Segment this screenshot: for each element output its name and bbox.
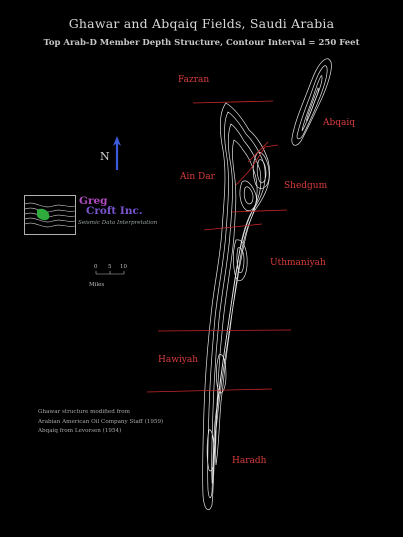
shedgum-closure-inner: [256, 159, 267, 184]
abqaiq-contour-2: [296, 65, 328, 140]
logo-name-line2: Croft Inc.: [86, 205, 143, 217]
boundary-fazran: [192, 100, 274, 104]
scale-tick-0: 0: [94, 264, 98, 270]
scale-tick-10: 10: [120, 264, 127, 270]
scale-bar: [95, 271, 125, 275]
haradh-closure: [206, 429, 215, 472]
boundary-hawiyah-haradh: [146, 388, 273, 393]
north-arrow-icon: [113, 136, 121, 170]
logo-tagline: Seismic Data Interpretation: [78, 220, 158, 226]
credit-line-2: Arabian American Oil Company Staff (1959…: [38, 418, 164, 425]
boundary-shedgum-uthmaniyah-upper: [231, 209, 288, 213]
logo-icon: [24, 195, 76, 235]
shedgum-closure: [252, 151, 270, 189]
credit-line-3: Abqaiq from Levorsen (1954): [38, 428, 122, 434]
field-label-shedgum: Shedgum: [284, 181, 328, 191]
credit-line-1: Ghawar structure modified from: [38, 409, 130, 415]
field-label-uthmaniyah: Uthmaniyah: [270, 258, 326, 268]
abqaiq-contours: [291, 58, 332, 146]
ghawar-contour-2: [207, 111, 266, 499]
field-label-ain-dar: Ain Dar: [180, 172, 215, 182]
field-label-fazran: Fazran: [178, 75, 210, 85]
ain-dar-closure: [239, 180, 257, 211]
ghawar-contour-4: [215, 139, 258, 466]
ain-dar-closure-inner: [243, 186, 254, 205]
ghawar-contours: [202, 102, 270, 511]
field-label-abqaiq: Abqaiq: [323, 118, 356, 128]
map-title: Ghawar and Abqaiq Fields, Saudi Arabia: [68, 16, 335, 31]
field-label-hawiyah: Hawiyah: [158, 355, 199, 365]
logo-name-line1: Greg: [79, 195, 108, 207]
north-label: N: [100, 150, 110, 163]
field-boundaries: [146, 100, 292, 393]
boundary-ain-dar-uthmaniyah: [203, 223, 263, 231]
abqaiq-contour-outer: [291, 58, 332, 146]
ghawar-contour-outer: [202, 102, 270, 511]
boundary-uthmaniyah-hawiyah: [157, 329, 292, 332]
uthmaniyah-closure-inner: [236, 247, 245, 274]
uthmaniyah-closure: [233, 239, 248, 282]
boundary-shedgum: [235, 144, 279, 186]
boundary-ain-dar-shedgum: [247, 141, 269, 163]
scale-units: Miles: [89, 282, 105, 288]
field-label-haradh: Haradh: [232, 456, 267, 466]
scale-tick-5: 5: [108, 264, 112, 270]
source-credit: Ghawar structure modified from Arabian A…: [38, 408, 163, 437]
abqaiq-contour-4: [306, 87, 319, 122]
map-subtitle: Top Arab-D Member Depth Structure, Conto…: [43, 38, 360, 48]
